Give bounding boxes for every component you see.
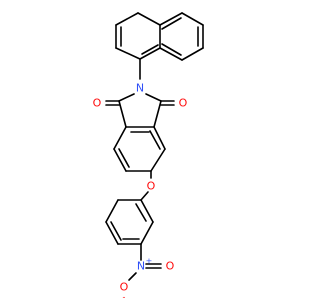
carbonyl-oxygen-left: O [93,97,102,110]
bond [149,130,161,150]
bond [140,221,154,245]
bond [161,17,182,30]
bond [139,47,161,60]
bond [153,100,162,128]
bond [145,93,162,102]
bond [137,12,161,26]
bond [140,199,154,223]
bond [110,221,122,241]
carbonyl-oxygen-right: O [179,97,188,110]
bond [115,12,139,26]
bond [128,272,137,281]
bond [105,199,119,223]
bond [181,12,204,26]
bond [113,148,127,172]
bond [118,148,130,168]
nitro-oxygen-double: O [166,260,175,273]
bond [113,126,127,150]
bond [105,221,119,245]
atom-labels: O O N O N + O O - [93,82,188,300]
bond [141,44,159,55]
ether-oxygen: O [147,180,156,193]
bond [140,191,149,201]
nitro-oxygen-charge: - [123,293,126,300]
bond [118,93,135,102]
bond [159,12,183,26]
bond [135,203,147,222]
bond [115,47,141,60]
nitro-nitrogen-charge: + [146,257,153,266]
nitro-nitrogen: N [137,260,145,273]
bond [181,47,204,61]
bond [159,47,183,61]
bond [150,148,166,172]
imide-nitrogen: N [136,82,144,95]
bond [118,100,127,128]
nitro-oxygen-single: O [120,281,129,294]
bonds [105,12,204,281]
bond [161,43,182,56]
molecule-structure: O O N O N + O O - [93,12,204,300]
bond [153,126,166,150]
